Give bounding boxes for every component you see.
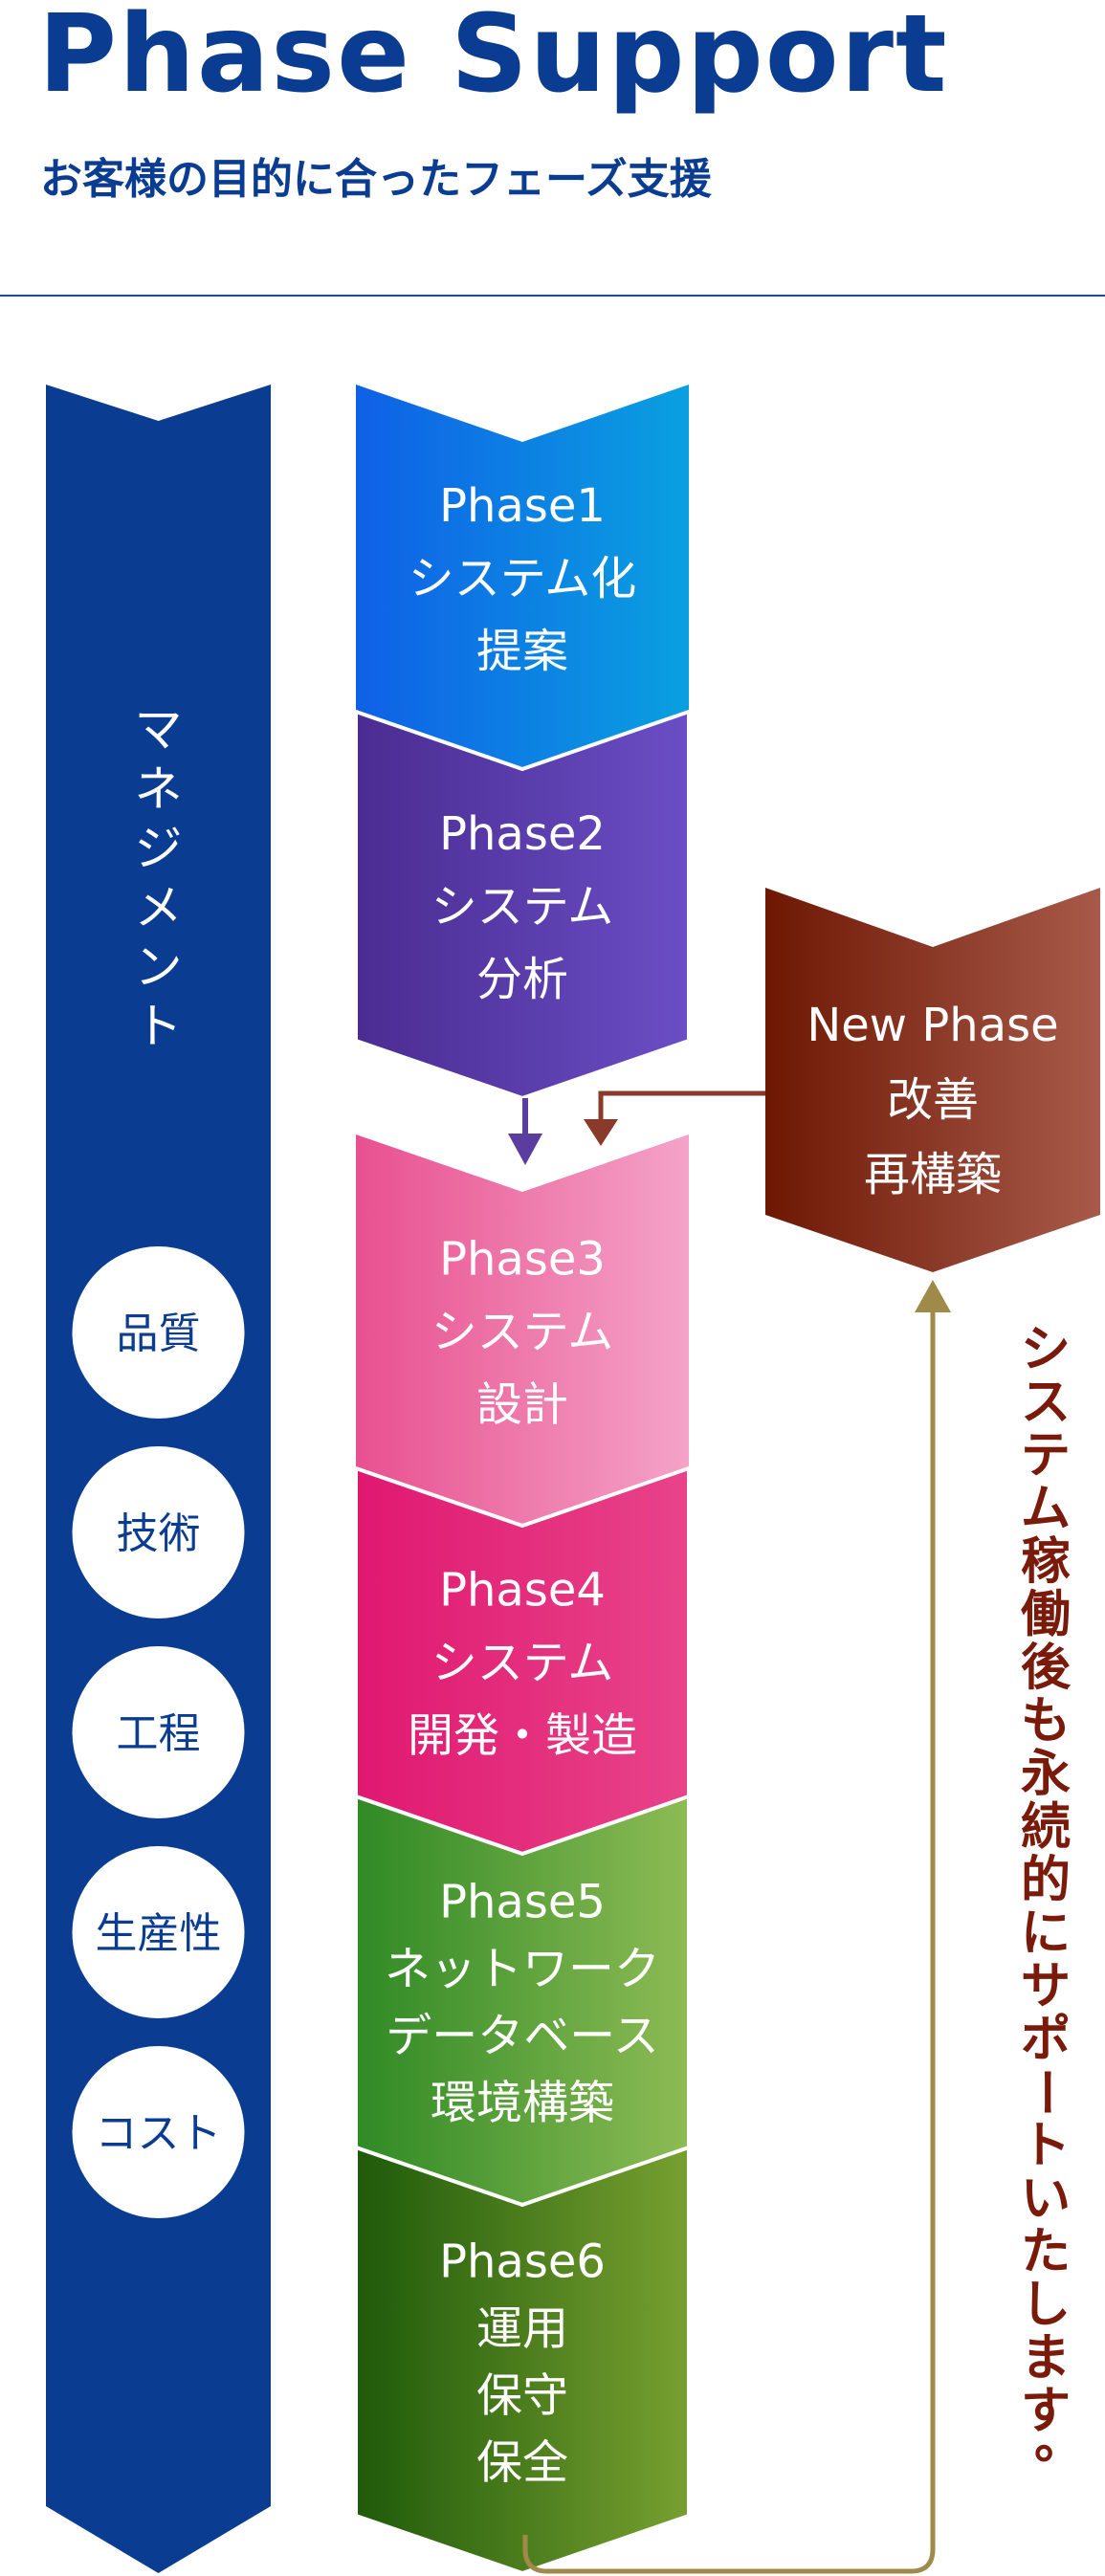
phase-6-chevron (354, 2145, 691, 2576)
support-text-char: 永 (1021, 1746, 1071, 1803)
new-phase-to-phase3-arrowhead (584, 1119, 618, 1146)
phase-2-label: Phase2 (439, 807, 606, 861)
management-item-circle (72, 1646, 245, 1818)
phase-5-chevron (354, 1794, 691, 2208)
support-text-char: ま (1021, 2330, 1071, 2388)
support-text-char: 。 (1034, 2413, 1084, 2471)
phase-column: Phase1システム化提案Phase2システム分析Phase3システム設計Pha… (354, 385, 691, 2576)
phase2-to-phase3-arrowhead (508, 1134, 542, 1165)
phase-4-label: Phase4 (439, 1564, 606, 1618)
phase-1-label: システム化 (409, 552, 637, 605)
support-text-char: ー (1016, 2067, 1073, 2117)
new-phase-label: 改善 (887, 1073, 979, 1127)
connectors (508, 1090, 951, 2574)
management-label-char: マ (135, 702, 183, 758)
phase-1-label: Phase1 (439, 479, 606, 533)
management-item-label: 工程 (117, 1709, 201, 1758)
support-text-char: テ (1021, 1427, 1071, 1485)
support-text-char: ポ (1021, 2012, 1071, 2069)
new-phase-chevron (765, 888, 1100, 1272)
management-item-circle (72, 1446, 245, 1618)
new-phase-label: 再構築 (864, 1148, 1002, 1201)
phase-5-label: Phase5 (439, 1876, 606, 1929)
new-phase-label: New Phase (807, 999, 1058, 1052)
support-text-char: 的 (1021, 1852, 1071, 1909)
new-phase-to-phase3-line (598, 1090, 765, 1124)
phase-4-label: 開発・製造 (408, 1709, 637, 1763)
support-text-char: に (1021, 1905, 1071, 1963)
loop-line (522, 1310, 936, 2574)
phase-3-label: 設計 (476, 1378, 568, 1432)
management-item-circle (72, 1846, 245, 2018)
support-text-char: い (1021, 2170, 1071, 2228)
phase-2-chevron (354, 709, 691, 1101)
phase-6-label: Phase6 (439, 2235, 606, 2289)
loop-arrowhead (915, 1280, 951, 1312)
phase-6-label: 運用 (476, 2302, 568, 2356)
phase-2-label: システム (431, 880, 614, 934)
phase-2-label: 分析 (476, 953, 568, 1006)
management-item-label: 品質 (117, 1310, 201, 1358)
phase-5-label: データベース (386, 2010, 659, 2063)
header-divider (0, 295, 1105, 297)
support-text-char: す (1021, 2383, 1071, 2440)
phase-4-label: システム (431, 1637, 614, 1690)
phase-3-label: Phase3 (439, 1233, 606, 1287)
management-label-char: メ (135, 880, 183, 936)
management-item-label: コスト (96, 2109, 222, 2158)
phase-5-label: 環境構築 (431, 2077, 614, 2130)
management-label-char: ネ (135, 761, 183, 817)
management-label-char: ジ (135, 821, 183, 876)
support-text-char: 続 (1021, 1799, 1071, 1857)
phase-5-label: ネットワーク (385, 1943, 660, 1996)
support-text-char: 稼 (1021, 1533, 1071, 1591)
management-item-label: 技術 (117, 1509, 201, 1558)
management-item-label: 生産性 (96, 1909, 222, 1958)
phase-1-chevron (356, 385, 689, 769)
support-text-char: ト (1021, 2118, 1071, 2175)
phase-3-chevron (356, 1134, 689, 1526)
phase-6-label: 保守 (476, 2369, 568, 2423)
support-text-char: 後 (1021, 1640, 1072, 1697)
management-item-circle (72, 2046, 245, 2218)
page-title: Phase Support (38, 0, 949, 117)
support-text-char: ス (1021, 1375, 1071, 1432)
support-text-char: 働 (1021, 1587, 1071, 1644)
phase-1-label: 提案 (476, 625, 568, 678)
phase-6-label: 保全 (476, 2436, 568, 2490)
management-label-char: ン (135, 939, 183, 995)
support-text-char: し (1021, 2277, 1071, 2334)
page-subtitle: お客様の目的に合ったフェーズ支援 (40, 155, 712, 204)
support-text-char: も (1021, 1693, 1071, 1750)
phase-3-label: システム (431, 1306, 614, 1359)
management-label-char: ト (135, 999, 183, 1054)
support-text-char: シ (1021, 1321, 1071, 1378)
support-text-char: サ (1021, 1958, 1071, 2015)
support-text-char: た (1021, 2224, 1071, 2281)
management-item-circle (72, 1246, 245, 1419)
support-text-char: ム (1021, 1481, 1071, 1538)
